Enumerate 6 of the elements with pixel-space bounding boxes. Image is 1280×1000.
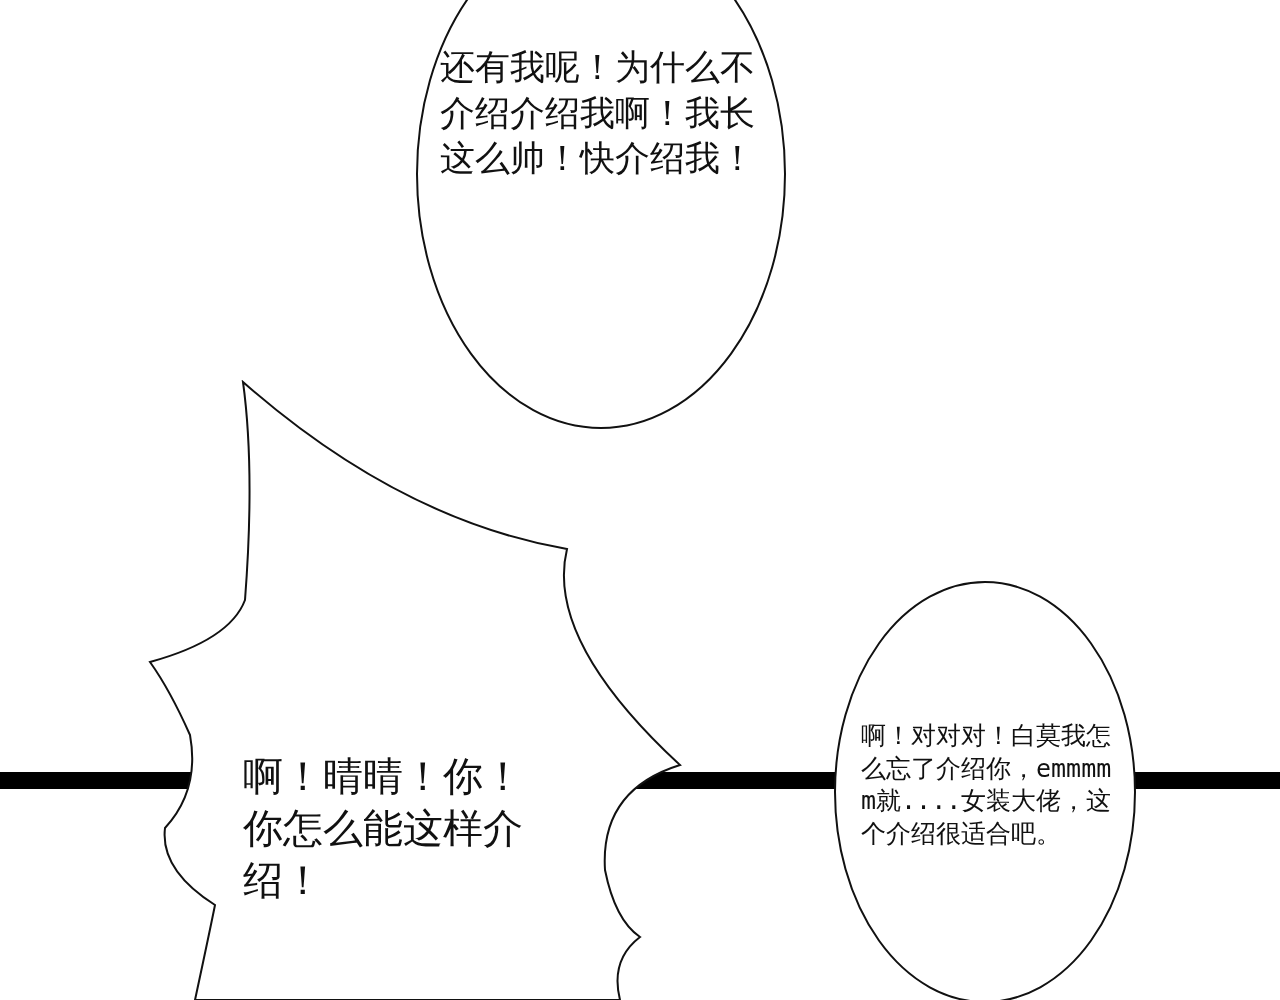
speech-bubble bbox=[415, 0, 787, 430]
speech-bubble bbox=[833, 580, 1138, 1000]
speech-text: 还有我呢！为什么不介绍介绍我啊！我长这么帅！快介绍我！ bbox=[440, 46, 756, 180]
speech-text: 啊！晴晴！你！你怎么能这样介绍！ bbox=[243, 752, 524, 905]
speech-bubble bbox=[145, 380, 685, 1000]
speech-text: 啊！对对对！白莫我怎么忘了介绍你，emmmmm就....女装大佬，这个介绍很适合吧。 bbox=[861, 720, 1113, 850]
